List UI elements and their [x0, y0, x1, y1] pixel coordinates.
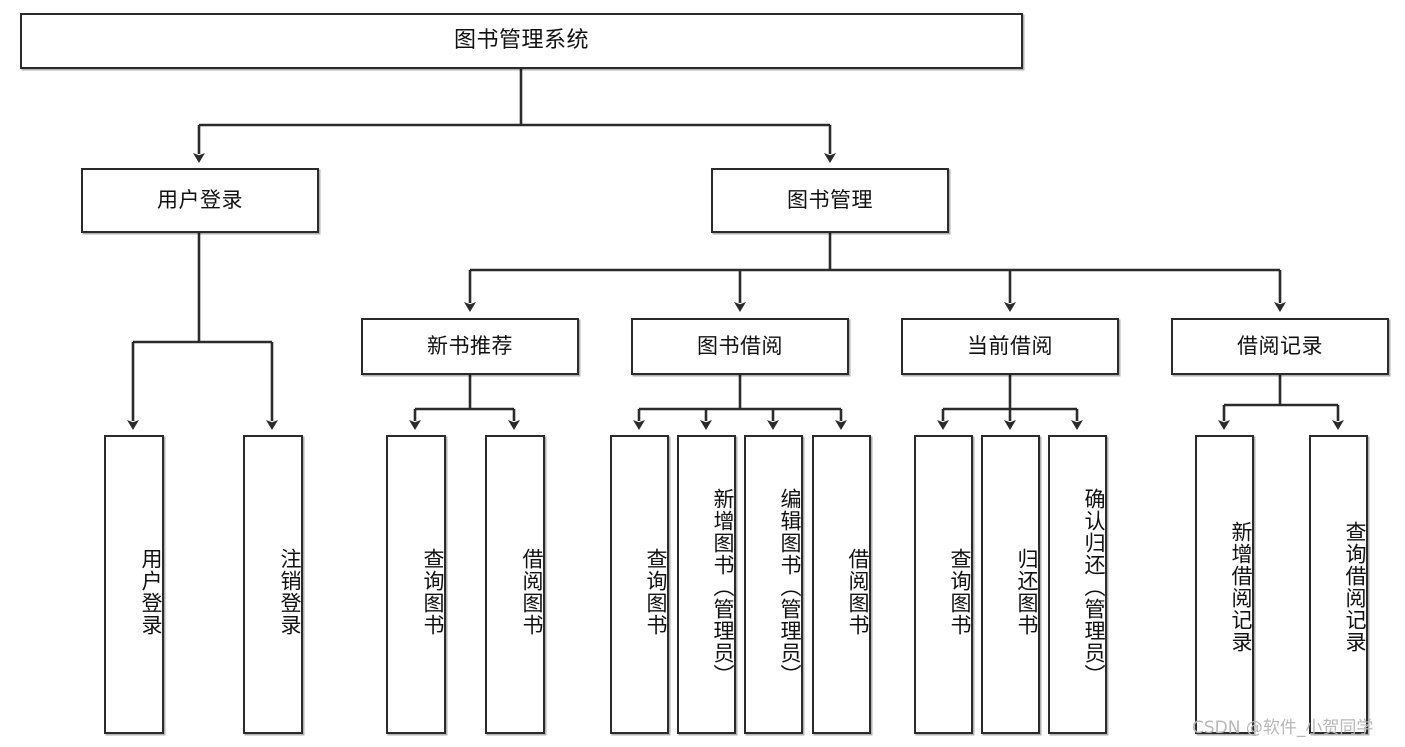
- node-leaf-edit-book-admin[interactable]: 编辑图书（管理员）: [744, 435, 803, 734]
- node-user-login[interactable]: 用户登录: [81, 168, 319, 233]
- node-borrow-record[interactable]: 借阅记录: [1171, 318, 1389, 375]
- node-leaf-borrow-book-recommend[interactable]: 借阅图书: [485, 435, 545, 734]
- node-leaf-query-book-borrow[interactable]: 查询图书: [610, 435, 669, 734]
- node-leaf-query-book-recommend[interactable]: 查询图书: [386, 435, 446, 734]
- node-leaf-add-borrow-record[interactable]: 新增借阅记录: [1195, 435, 1254, 734]
- node-current-borrow[interactable]: 当前借阅: [901, 318, 1119, 375]
- node-new-book-recommend[interactable]: 新书推荐: [361, 318, 579, 375]
- node-book-borrow[interactable]: 图书借阅: [631, 318, 849, 375]
- node-leaf-return-book[interactable]: 归还图书: [981, 435, 1040, 734]
- node-leaf-add-book-admin[interactable]: 新增图书（管理员）: [677, 435, 736, 734]
- node-leaf-query-book-current[interactable]: 查询图书: [914, 435, 973, 734]
- node-leaf-confirm-return-admin[interactable]: 确认归还（管理员）: [1048, 435, 1107, 734]
- node-leaf-logout-login[interactable]: 注销登录: [243, 435, 303, 734]
- csdn-watermark: CSDN @软件_小贺同学: [1192, 718, 1374, 738]
- node-root-book-management-system[interactable]: 图书管理系统: [20, 13, 1023, 69]
- node-leaf-query-borrow-record[interactable]: 查询借阅记录: [1309, 435, 1368, 734]
- node-leaf-borrow-book[interactable]: 借阅图书: [812, 435, 871, 734]
- node-leaf-user-login[interactable]: 用户登录: [104, 435, 164, 734]
- node-book-manage[interactable]: 图书管理: [711, 168, 949, 233]
